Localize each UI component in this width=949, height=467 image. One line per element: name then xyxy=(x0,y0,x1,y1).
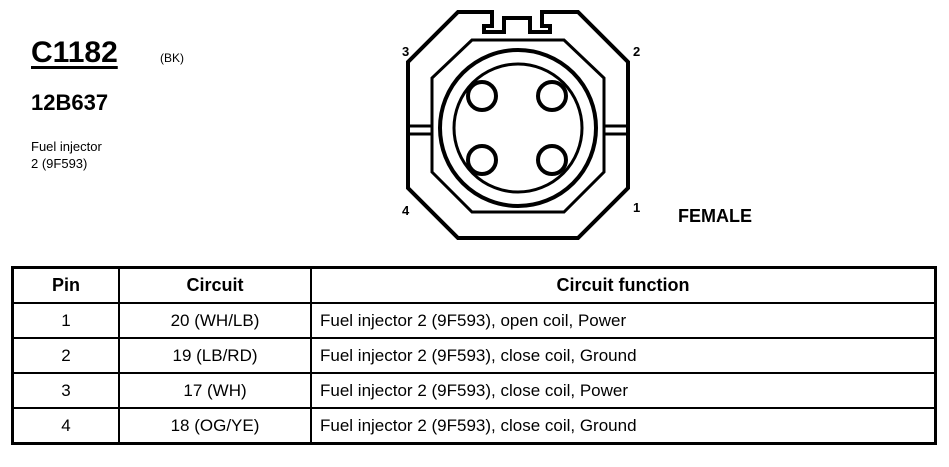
connector-description: Fuel injector 2 (9F593) xyxy=(31,138,102,172)
cell-circuit-function: Fuel injector 2 (9F593), open coil, Powe… xyxy=(310,302,937,339)
connector-gender: FEMALE xyxy=(678,206,752,226)
cell-circuit: 18 (OG/YE) xyxy=(118,407,312,445)
pin-table-header-row: Pin Circuit Circuit function xyxy=(11,266,937,304)
pin-label-3: 3 xyxy=(402,44,410,59)
connector-housing-outer xyxy=(406,10,630,240)
cell-pin: 2 xyxy=(11,337,120,374)
description-line-2: 2 (9F593) xyxy=(31,156,88,171)
pin-label-4: 4 xyxy=(402,203,410,218)
connector-color-code: (BK) xyxy=(160,51,184,65)
cell-circuit-function: Fuel injector 2 (9F593), close coil, Gro… xyxy=(310,337,937,374)
cell-pin: 1 xyxy=(11,302,120,339)
table-row: 2 19 (LB/RD) Fuel injector 2 (9F593), cl… xyxy=(11,337,937,374)
cell-pin: 3 xyxy=(11,372,120,409)
pin-label-1: 1 xyxy=(633,200,641,215)
header-pin: Pin xyxy=(11,266,120,304)
part-number: 12B637 xyxy=(31,90,109,115)
cell-circuit: 17 (WH) xyxy=(118,372,312,409)
header-circuit: Circuit xyxy=(118,266,312,304)
pin-table: Pin Circuit Circuit function 1 20 (WH/LB… xyxy=(11,266,937,445)
cell-circuit: 20 (WH/LB) xyxy=(118,302,312,339)
pin-label-2: 2 xyxy=(633,44,641,59)
table-row: 1 20 (WH/LB) Fuel injector 2 (9F593), op… xyxy=(11,302,937,339)
connector-face-diagram xyxy=(406,10,630,240)
pin-cavity-2 xyxy=(536,80,568,112)
pin-cavity-3 xyxy=(466,80,498,112)
connector-id: C1182 xyxy=(31,36,118,69)
cell-circuit-function: Fuel injector 2 (9F593), close coil, Pow… xyxy=(310,372,937,409)
terminal-insert-inner-ring xyxy=(452,62,584,194)
terminal-insert-outer-ring xyxy=(438,48,598,208)
table-row: 4 18 (OG/YE) Fuel injector 2 (9F593), cl… xyxy=(11,407,937,445)
side-latch-right xyxy=(604,124,628,136)
connector-housing-inner xyxy=(430,38,606,214)
side-latch-left xyxy=(408,124,432,136)
cell-pin: 4 xyxy=(11,407,120,445)
pin-cavity-4 xyxy=(466,144,498,176)
cell-circuit: 19 (LB/RD) xyxy=(118,337,312,374)
cell-circuit-function: Fuel injector 2 (9F593), close coil, Gro… xyxy=(310,407,937,445)
description-line-1: Fuel injector xyxy=(31,139,102,154)
pin-cavity-1 xyxy=(536,144,568,176)
header-circuit-function: Circuit function xyxy=(310,266,937,304)
table-row: 3 17 (WH) Fuel injector 2 (9F593), close… xyxy=(11,372,937,409)
